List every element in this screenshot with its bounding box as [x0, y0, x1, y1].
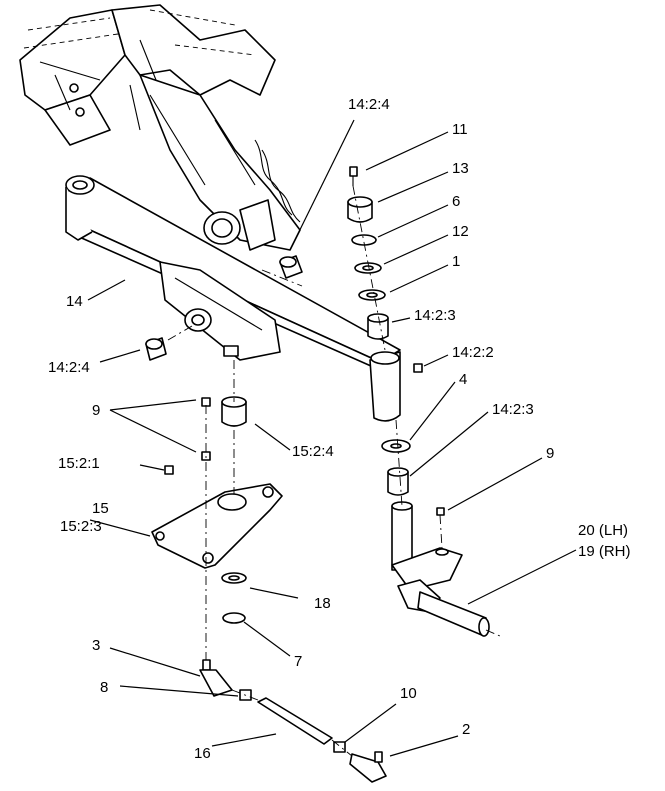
front-axle-beam [65, 175, 401, 422]
callout-15: 15 [92, 500, 109, 517]
callout-1: 1 [452, 253, 460, 270]
leader-lines [87, 119, 577, 757]
nut-9-right [436, 507, 445, 516]
callout-10: 10 [400, 685, 417, 702]
tie-rod-16 [257, 697, 333, 745]
assembly-lines [167, 185, 501, 757]
bushing-14-2-4-left [145, 337, 167, 361]
jam-nut-10 [333, 741, 346, 753]
callout-14: 14 [66, 293, 83, 310]
callout-11: 11 [452, 121, 468, 138]
tie-rod-end-2 [349, 751, 387, 783]
callout-14-2-3-upper: 14:2:3 [414, 307, 456, 324]
callout-18: 18 [314, 595, 331, 612]
bushing-14-2-3-lower [387, 467, 409, 496]
bolt-11 [349, 166, 358, 186]
callout-20-lh: 20 (LH) [578, 522, 628, 539]
callout-labels: 14:2:4 11 13 6 12 1 14:2:3 14 14:2:2 14:… [48, 96, 631, 762]
spindle-19-20 [391, 501, 490, 637]
callout-19-rh: 19 (RH) [578, 543, 631, 560]
snap-ring-6 [351, 234, 377, 246]
grease-fitting-14-2-2 [413, 363, 423, 373]
callout-2: 2 [462, 721, 470, 738]
callout-9-left: 9 [92, 402, 100, 419]
washer-18 [221, 572, 247, 584]
cap-13 [347, 196, 373, 223]
callout-3: 3 [92, 637, 100, 654]
callout-12: 12 [452, 223, 469, 240]
chassis-frame [19, 4, 301, 251]
callout-13: 13 [452, 160, 469, 177]
steering-plate-15 [151, 483, 283, 569]
callout-8: 8 [100, 679, 108, 696]
callout-15-2-1: 15:2:1 [58, 455, 100, 472]
callout-14-2-4-left: 14:2:4 [48, 359, 90, 376]
callout-6: 6 [452, 193, 460, 210]
callout-4: 4 [459, 371, 467, 388]
callout-15-2-3: 15:2:3 [60, 518, 102, 535]
callout-14-2-2: 14:2:2 [452, 344, 494, 361]
bushing-14-2-3-upper [367, 313, 389, 340]
snap-ring-7 [222, 612, 246, 624]
bushing-14-2-4-upper [279, 255, 303, 279]
callout-16: 16 [194, 745, 211, 762]
callout-7: 7 [294, 653, 302, 670]
washer-1 [358, 289, 386, 301]
grease-fitting-15-2-1 [164, 465, 174, 475]
callout-14-2-4-top: 14:2:4 [348, 96, 390, 113]
callout-15-2-4: 15:2:4 [292, 443, 334, 460]
tie-rod-end-3 [199, 659, 233, 697]
callout-14-2-3-lower: 14:2:3 [492, 401, 534, 418]
callout-9-right: 9 [546, 445, 554, 462]
washer-4 [381, 439, 411, 453]
nut-9-upper [201, 397, 211, 407]
